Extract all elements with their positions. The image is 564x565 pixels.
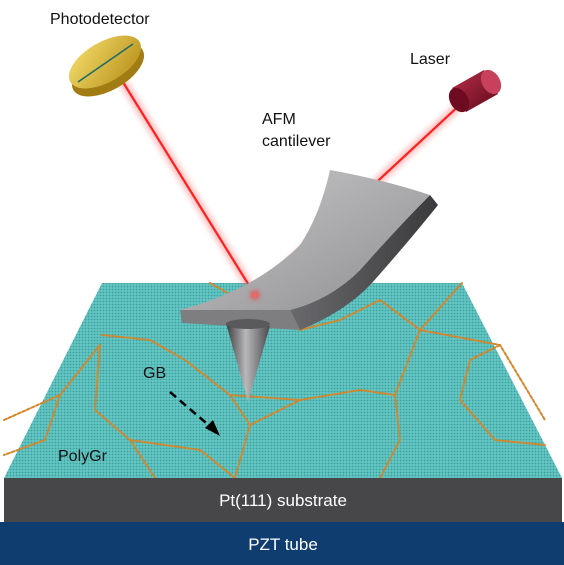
afm-label: AFM (262, 111, 296, 128)
cantilever-label: cantilever (262, 133, 331, 150)
gb-arrow (169, 391, 220, 436)
tube-label: PZT tube (248, 535, 318, 554)
substrate-label: Pt(111) substrate (219, 491, 347, 510)
laser-icon (448, 69, 502, 113)
tube-layer (0, 522, 564, 565)
polycrystalline-graphene-surface (3, 282, 562, 479)
substrate-layer (4, 478, 562, 522)
photodetector-label: Photodetector (50, 11, 150, 28)
gb-label: GB (143, 365, 166, 382)
polygr-label: PolyGr (58, 448, 108, 465)
afm-tip (226, 319, 270, 402)
laser-label: Laser (410, 51, 451, 68)
photodetector-icon (68, 35, 145, 97)
